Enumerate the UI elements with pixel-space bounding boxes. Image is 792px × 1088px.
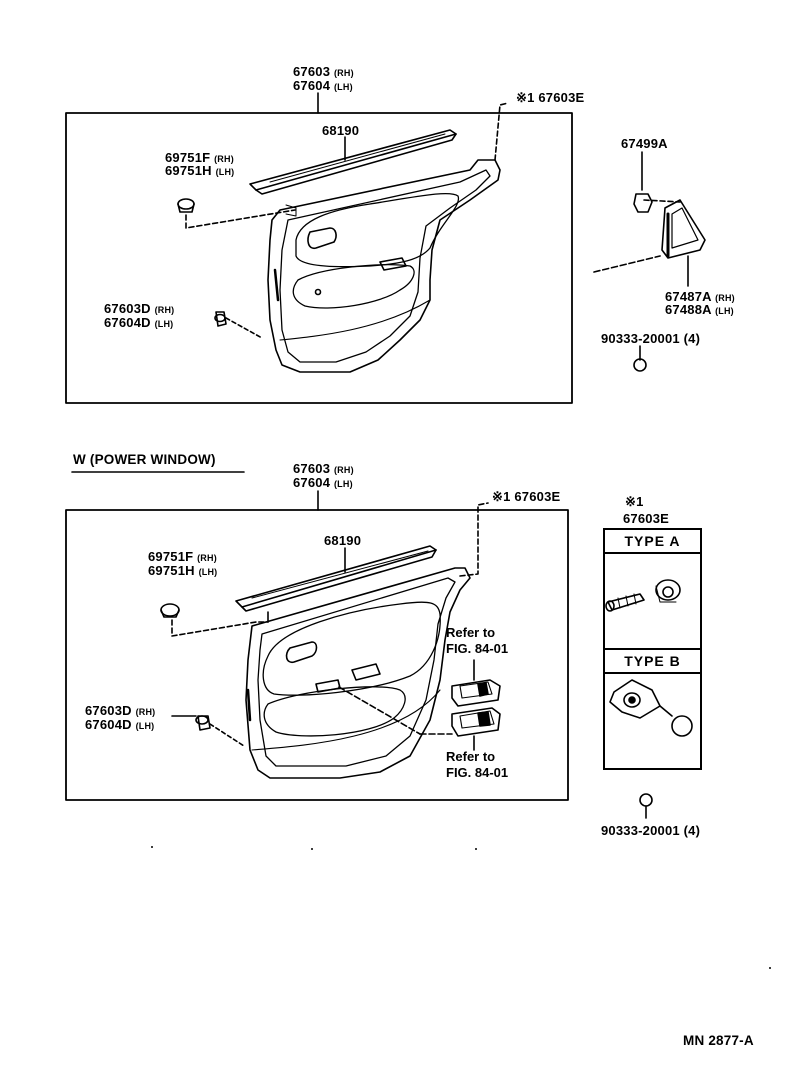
upper-clip-d: [214, 311, 263, 339]
lower-grommet: [160, 603, 269, 637]
weatherstrip-label: 68190: [322, 123, 360, 138]
upper-screw-label: 90333-20001 (4): [601, 331, 701, 346]
type-a-header: TYPE A: [605, 530, 700, 554]
clip-e-label: ※1 67603E: [516, 90, 585, 105]
lower-window-switch-lower: [451, 707, 501, 751]
refer-to-label-lower: Refer to: [446, 749, 496, 764]
trim-panel-lh-label: 67604 (LH): [293, 78, 353, 93]
clip-type-legend: TYPE A TYPE B: [603, 528, 702, 770]
lower-weatherstrip: [235, 545, 437, 612]
upper-screw: [633, 345, 647, 372]
grommet-lh-label: 69751H (LH): [165, 163, 235, 178]
upper-assembly-frame: [65, 112, 573, 404]
lower-clip-d: [171, 715, 245, 747]
upper-grommet: [177, 198, 297, 229]
refer-to-label-upper: Refer to: [446, 625, 496, 640]
lower-trim-panel-rh-label: 67603 (RH): [293, 461, 354, 476]
diagram-code: MN 2877-A: [683, 1033, 754, 1048]
type-b-clip: [609, 679, 693, 737]
cover-lh-label: 67488A (LH): [665, 302, 734, 317]
type-a-clip: [605, 579, 681, 612]
upper-mirror-cover: [593, 151, 706, 287]
lower-screw-label: 90333-20001 (4): [601, 823, 701, 838]
lower-clip-d-rh-label: 67603D (RH): [85, 703, 156, 718]
section-title: W (POWER WINDOW): [73, 452, 216, 467]
legend-mark: ※1: [625, 494, 644, 509]
lower-screw: [639, 793, 653, 819]
lower-clip-d-lh-label: 67604D (LH): [85, 717, 155, 732]
clip-d-rh-label: 67603D (RH): [104, 301, 175, 316]
upper-weatherstrip: [249, 129, 457, 195]
grommet-rh-label: 69751F (RH): [165, 150, 234, 165]
lower-clip-e-label: ※1 67603E: [492, 489, 561, 504]
lower-trim-panel-lh-label: 67604 (LH): [293, 475, 353, 490]
lower-grommet-lh-label: 69751H (LH): [148, 563, 218, 578]
legend-part: 67603E: [623, 511, 670, 526]
lower-assembly-frame: [65, 509, 569, 801]
upper-door-trim-panel: [267, 102, 509, 373]
fig-ref-upper: FIG. 84-01: [446, 641, 509, 656]
type-b-header: TYPE B: [605, 648, 700, 674]
lower-weatherstrip-label: 68190: [324, 533, 362, 548]
fig-ref-lower: FIG. 84-01: [446, 765, 509, 780]
trim-panel-rh-label: 67603 (RH): [293, 64, 354, 79]
cover-rh-label: 67487A (RH): [665, 289, 735, 304]
lower-door-trim-panel: [245, 502, 489, 779]
lower-window-switch-upper: [451, 659, 501, 707]
clip-d-lh-label: 67604D (LH): [104, 315, 174, 330]
lower-grommet-rh-label: 69751F (RH): [148, 549, 217, 564]
part-67499a-label: 67499A: [621, 136, 668, 151]
